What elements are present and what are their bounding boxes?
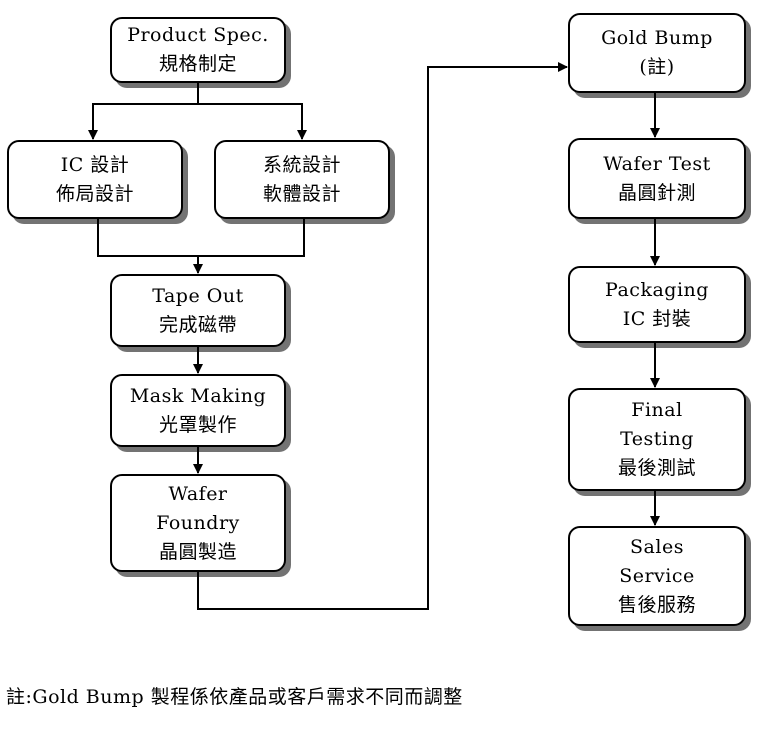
node-wafer-test: Wafer Test 晶圓針測 — [568, 138, 746, 219]
node-final-testing: Final Testing 最後測試 — [568, 388, 746, 491]
connector-spec-system — [198, 103, 307, 140]
node-sales-service-line-1: Sales — [630, 535, 684, 558]
node-wafer-foundry: Wafer Foundry 晶圓製造 — [110, 474, 286, 572]
node-gold-bump: Gold Bump (註) — [568, 13, 746, 93]
node-gold-bump-line-1: Gold Bump — [601, 27, 713, 49]
node-product-spec: Product Spec. 規格制定 — [110, 17, 286, 83]
node-gold-bump-line-2: (註) — [639, 56, 675, 78]
node-final-testing-line-2: Testing — [620, 428, 694, 450]
node-product-spec-line-1: Product Spec. — [127, 24, 269, 46]
node-tape-out-line-1: Tape Out — [152, 284, 244, 307]
node-wafer-foundry-line-1: Wafer — [168, 482, 228, 505]
node-system-design-line-1: 系統設計 — [262, 153, 341, 176]
node-sales-service-line-2: Service — [619, 564, 695, 587]
connector-spec-split — [88, 82, 199, 140]
footnote: 註:Gold Bump 製程係依產品或客戶需求不同而調整 — [6, 686, 463, 708]
node-wafer-test-line-2: 晶圓針測 — [617, 181, 696, 204]
node-sales-service-line-3: 售後服務 — [617, 593, 696, 616]
node-final-testing-line-1: Final — [631, 399, 683, 421]
node-mask-making-line-2: 光罩製作 — [158, 413, 237, 436]
connector-ic-merge — [97, 218, 305, 257]
connector-foundry-goldbump — [197, 62, 568, 610]
node-packaging: Packaging IC 封裝 — [568, 266, 746, 343]
node-mask-making-line-1: Mask Making — [129, 384, 267, 407]
node-ic-design-line-1: IC 設計 — [60, 153, 130, 176]
node-tape-out-line-2: 完成磁帶 — [158, 313, 237, 336]
node-wafer-foundry-line-3: 晶圓製造 — [158, 540, 237, 563]
node-packaging-line-2: IC 封裝 — [622, 307, 692, 330]
node-packaging-line-1: Packaging — [605, 278, 709, 301]
node-ic-design: IC 設計 佈局設計 — [7, 140, 183, 219]
node-sales-service: Sales Service 售後服務 — [568, 526, 746, 626]
node-ic-design-line-2: 佈局設計 — [55, 182, 134, 205]
node-wafer-test-line-1: Wafer Test — [603, 152, 711, 175]
node-final-testing-line-3: 最後測試 — [617, 457, 696, 479]
node-tape-out: Tape Out 完成磁帶 — [110, 274, 286, 347]
node-system-design-line-2: 軟體設計 — [262, 182, 341, 205]
node-mask-making: Mask Making 光罩製作 — [110, 374, 286, 447]
node-wafer-foundry-line-2: Foundry — [156, 511, 240, 534]
node-product-spec-line-2: 規格制定 — [158, 53, 237, 75]
node-system-design: 系統設計 軟體設計 — [214, 140, 390, 219]
